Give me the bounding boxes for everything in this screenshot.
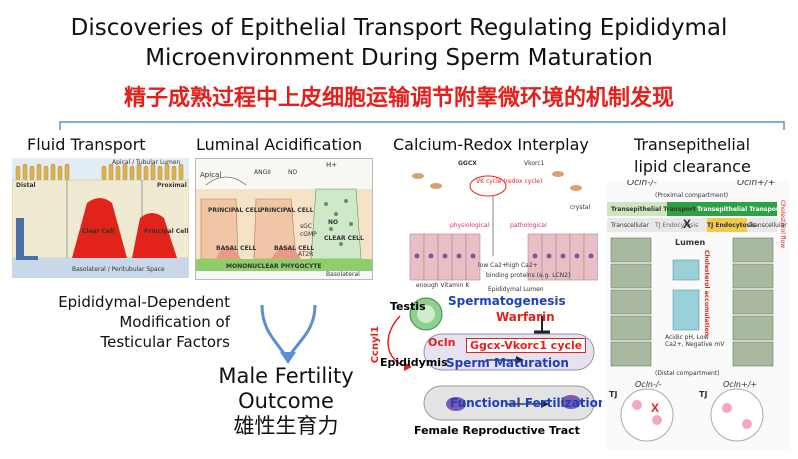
- main-title-line2: Microenvironment During Sperm Maturation: [145, 45, 653, 71]
- lipid-cholesterol-accumulation: Cholesterol accumulation: [703, 250, 710, 337]
- outcome-line2: Outcome: [238, 389, 334, 413]
- outcome-chinese: 雄性生育力: [233, 414, 339, 438]
- fluid-apical-label: Apical / Tubular Lumen: [112, 159, 181, 166]
- calcium-vkorc1: Vkorc1: [524, 160, 545, 167]
- lipid-tj-1: TJ: [609, 390, 618, 399]
- section-fluid-transport: Fluid Transport: [27, 135, 146, 154]
- lipid-transcellular-1: Transcellular: [611, 222, 649, 229]
- calcium-vk-cycle: VK cycle (redox cycle): [476, 178, 543, 185]
- acid-sgc: sGC: [300, 223, 312, 230]
- calcium-low-ca: low Ca2+: [478, 262, 507, 269]
- calcium-redox-panel: GGCX VK cycle (redox cycle) Vkorc1 cryst…: [408, 156, 598, 296]
- lipid-tj-endocytosis-1: TJ Endocytosis: [655, 222, 699, 229]
- lipid-transepithelial-1: Transepithelial Transport: [611, 206, 696, 213]
- modification-line1: Epididymal-Dependent: [58, 293, 230, 311]
- lipid-ocln-wt: Ocln+/+: [737, 180, 776, 188]
- epididymis-label: Epididymis: [380, 356, 448, 369]
- ggcx-cycle-label: Ggcx-Vkorc1 cycle: [466, 338, 587, 353]
- acid-cgmp: cGMP: [300, 231, 317, 238]
- lipid-transepithelial-2: Transepithelial Transport: [697, 206, 782, 213]
- calcium-drawing: [409, 171, 598, 281]
- lipid-acidic: Acidic pH, Low Ca2+, Negative mV: [665, 334, 725, 348]
- acid-basal-2: BASAL CELL: [274, 245, 315, 252]
- acid-mono: MONONUCLEAR PHYGOCYTE: [226, 263, 322, 270]
- fluid-clear-cell-label: Clear Cell: [82, 228, 115, 235]
- functional-fertilization-label: Functional Fertilization: [450, 396, 602, 410]
- calcium-enough-vk: enough Vitamin K: [416, 282, 470, 289]
- calcium-physiological: physiological: [450, 222, 490, 229]
- acid-no-top: NO: [288, 169, 298, 176]
- warfarin-label: Warfarin: [496, 310, 555, 324]
- arrow-from-acid: [260, 304, 287, 356]
- lipid-proximal: (Proximal compartment): [655, 192, 729, 199]
- lipid-cholesterol-flow: Cholesterol flow: [779, 200, 786, 249]
- sperm-maturation-label: Sperm Maturation: [446, 356, 569, 370]
- fluid-distal-label: Distal: [16, 182, 36, 189]
- fluid-basolateral-label: Basolateral / Peritubular Space: [72, 266, 165, 273]
- section-calcium-redox: Calcium-Redox Interplay: [393, 135, 589, 154]
- fertility-flow-panel: Testis Spermatogenesis Warfarin Ccnyl1 O…: [366, 296, 602, 446]
- acid-principal-1: PRINCIPAL CELL: [208, 207, 262, 214]
- acid-basal-1: BASAL CELL: [216, 245, 257, 252]
- lipid-clearance-panel: X X Ocln-/- Ocln+/+ (Proximal compartmen…: [607, 180, 789, 450]
- acid-clear-cell: CLEAR CELL: [324, 235, 364, 242]
- lipid-ocln-ko-2: Ocln-/-: [635, 380, 662, 389]
- acid-principal-2: PRINCIPAL CELL: [260, 207, 314, 214]
- svg-text:X: X: [651, 401, 659, 415]
- female-tract-label: Female Reproductive Tract: [414, 424, 580, 437]
- acid-h-plus: H+: [326, 161, 338, 169]
- fluid-transport-panel: Distal Proximal Apical / Tubular Lumen C…: [12, 158, 189, 278]
- lipid-ocln-wt-2: Ocln+/+: [723, 380, 758, 389]
- section-lipid-line1: Transepithelial: [634, 135, 751, 154]
- calcium-crystal: crystal: [570, 204, 591, 211]
- ocln-label: Ocln: [428, 336, 456, 349]
- calcium-binding-proteins: binding proteins (e.g. LCN2): [486, 272, 571, 279]
- acid-cells-drawing: [196, 176, 372, 271]
- lipid-ocln-ko: Ocln-/-: [627, 180, 657, 188]
- calcium-lumen: Epididymal Lumen: [488, 286, 544, 293]
- modification-text: Epididymal-Dependent Modification of Tes…: [20, 292, 230, 352]
- fertility-outcome: Male Fertility Outcome 雄性生育力: [196, 364, 376, 439]
- lipid-tj-2: TJ: [699, 390, 708, 399]
- arrow-from-mod: [288, 304, 317, 356]
- acid-basolateral: Basolateral: [326, 271, 360, 278]
- fluid-proximal-label: Proximal: [157, 182, 187, 189]
- lipid-lumen: Lumen: [675, 238, 706, 247]
- modification-line2: Modification of: [119, 313, 230, 331]
- luminal-acidification-panel: Apical H+ ANGII NO PRINCIPAL CELL PRINCI…: [195, 158, 373, 280]
- acid-angii: ANGII: [254, 169, 271, 176]
- testis-label: Testis: [390, 300, 426, 313]
- calcium-high-ca: high Ca2+: [506, 262, 538, 269]
- fluid-principal-cell-label: Principal Cell: [144, 228, 189, 235]
- fluid-cells-drawing: [12, 158, 189, 278]
- spermatogenesis-label: Spermatogenesis: [448, 296, 566, 308]
- calcium-pathological: pathological: [510, 222, 547, 229]
- lipid-drawing: X X: [607, 202, 777, 442]
- svg-text:X: X: [683, 217, 691, 231]
- chinese-title: 精子成熟过程中上皮细胞运输调节附睾微环境的机制发现: [123, 86, 674, 111]
- acid-apical-label: Apical: [200, 171, 222, 179]
- acid-at2r: AT2R: [298, 251, 314, 258]
- section-luminal-acidification: Luminal Acidification: [196, 135, 363, 154]
- acid-no-mid: NO: [328, 219, 339, 226]
- section-lipid-line2: lipid clearance: [634, 157, 751, 176]
- lipid-tj-endocytosis-2: TJ Endocytosis: [707, 222, 756, 229]
- main-title-line1: Discoveries of Epithelial Transport Regu…: [70, 15, 728, 41]
- lipid-distal: (Distal compartment): [655, 370, 720, 377]
- calcium-ggcx: GGCX: [458, 160, 477, 167]
- modification-line3: Testicular Factors: [100, 333, 231, 351]
- lipid-transcellular-2: Transcellular: [749, 222, 787, 229]
- outcome-line1: Male Fertility: [218, 364, 354, 388]
